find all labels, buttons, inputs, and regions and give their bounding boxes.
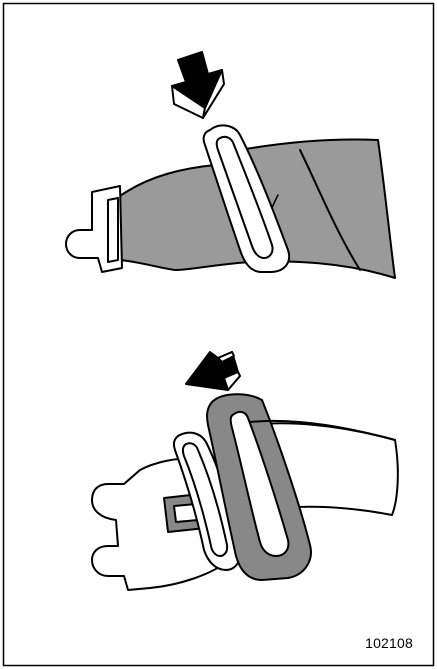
press-arrow-icon — [172, 52, 224, 118]
latch-plate-slot — [108, 198, 118, 262]
bottom-illustration — [92, 394, 398, 590]
slide-arrow-icon — [186, 352, 240, 390]
figure-code: 102108 — [365, 635, 413, 651]
top-illustration — [66, 125, 395, 278]
